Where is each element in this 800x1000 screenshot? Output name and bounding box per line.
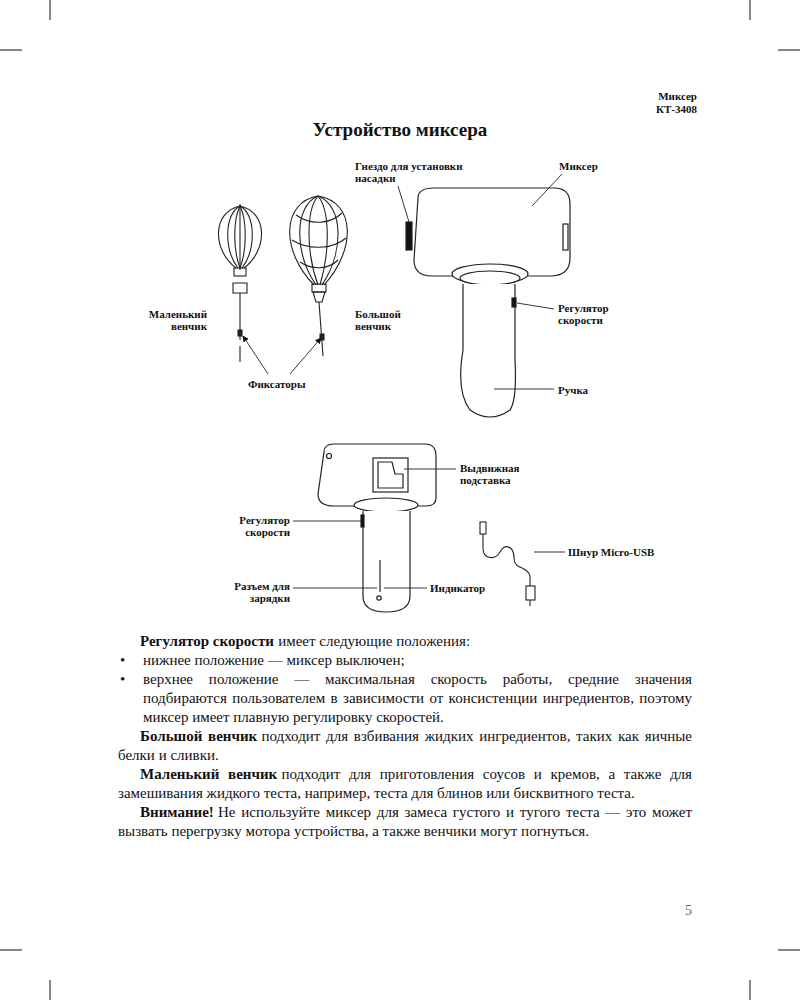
text-body: Регулятор скоростиимеет следующие положе… (118, 632, 692, 841)
bullet-mark: • (120, 651, 125, 670)
small-whisk (218, 204, 261, 362)
part-name: Фиксаторы (248, 378, 338, 390)
body-text: имеет следующие положения: (278, 633, 470, 649)
bold-term: Регулятор скорости (140, 633, 274, 649)
part-name: Индикатор (430, 582, 510, 594)
bullet-mark: • (120, 670, 125, 689)
paragraph: Большой венчикподходит для взбивания жид… (118, 727, 692, 765)
page-title: Устройство миксера (0, 119, 800, 141)
part-name: Ручка (558, 384, 618, 396)
micro-usb-cable (480, 522, 535, 606)
header-text: Миксер (607, 90, 697, 102)
part-name: Миксер (559, 160, 639, 172)
part-name: Гнездо для установки насадки (355, 160, 495, 184)
part-name: Разъем для зарядки (200, 580, 290, 604)
part-name: Регулятор скорости (200, 514, 290, 538)
paragraph: • нижнее положение — миксер выключен; (118, 651, 692, 670)
paragraph: • верхнее положение — максимальная скорос… (118, 670, 692, 727)
paragraph: Внимание!Не используйте миксер для замес… (118, 803, 692, 841)
bold-term: Большой венчик (140, 728, 257, 744)
body-text: нижнее положение — миксер выключен; (143, 652, 405, 668)
model-number: КТ-3408 (607, 103, 697, 115)
part-name: Большой венчик (355, 308, 425, 332)
paragraph: Маленький венчикподходит для приготовлен… (118, 765, 692, 803)
part-name: Маленький венчик (117, 308, 207, 332)
part-name: Выдвижная подставка (460, 462, 550, 486)
part-name: Регулятор скорости (558, 302, 638, 326)
large-whisk (290, 196, 348, 356)
page-number: 5 (662, 905, 692, 917)
leader-lines (243, 174, 565, 588)
part-name: Шнур Micro-USB (568, 546, 658, 558)
body-text: верхнее положение — максимальная скорост… (143, 671, 692, 725)
mixer-body (406, 188, 570, 417)
paragraph: Регулятор скоростиимеет следующие положе… (118, 632, 692, 651)
bold-term: Маленький венчик (140, 766, 277, 782)
bold-term: Внимание! (140, 804, 214, 820)
